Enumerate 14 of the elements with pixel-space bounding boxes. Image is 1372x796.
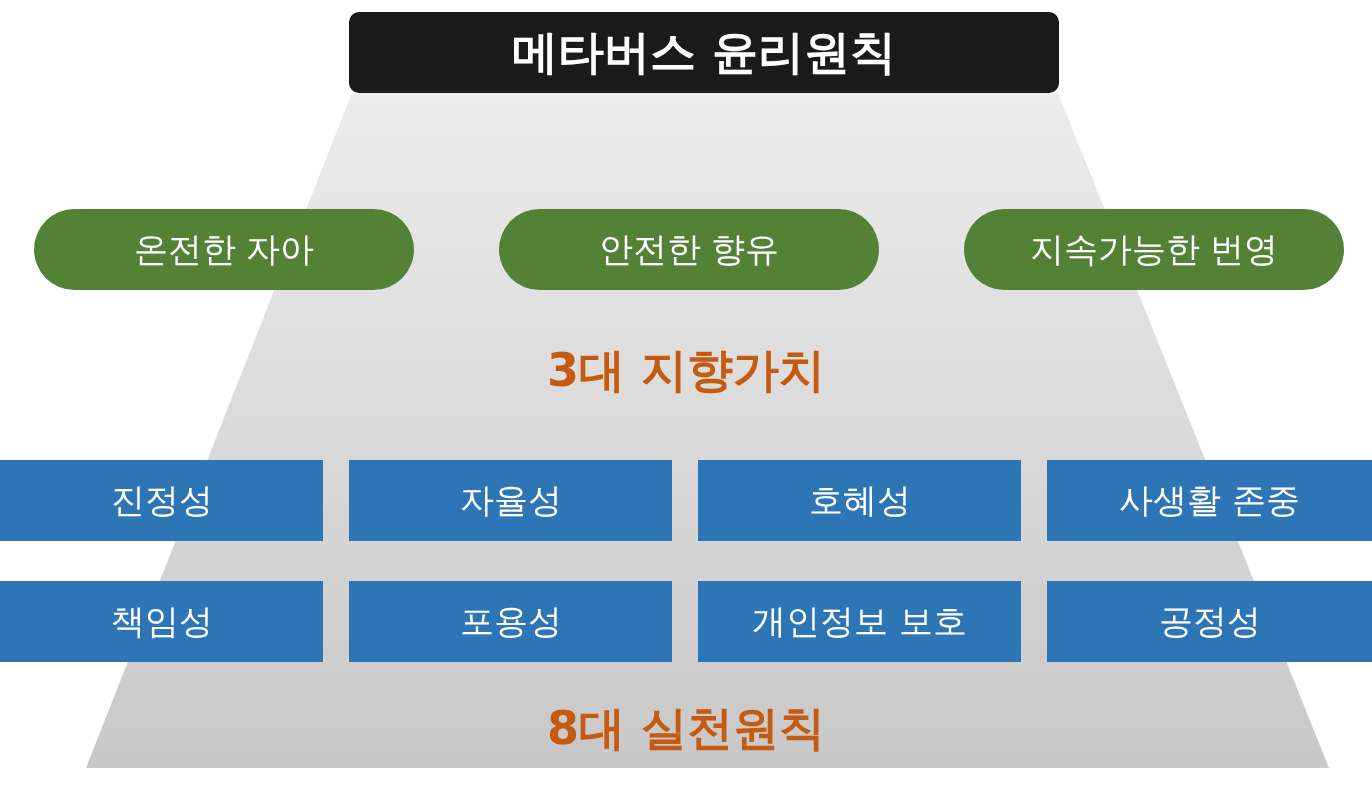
section-heading: 3대 지향가치 xyxy=(546,342,826,399)
section-heading: 8대 실천원칙 xyxy=(546,700,826,757)
value-pill: 지속가능한 번영 xyxy=(964,209,1344,290)
principle-box: 개인정보 보호 xyxy=(698,581,1021,662)
principle-box: 호혜성 xyxy=(698,460,1021,541)
principle-box: 포용성 xyxy=(349,581,672,662)
value-pill: 안전한 향유 xyxy=(499,209,879,290)
principle-box: 사생활 존중 xyxy=(1047,460,1372,541)
principle-box: 진정성 xyxy=(0,460,323,541)
principle-box: 공정성 xyxy=(1047,581,1372,662)
title-banner: 메타버스 윤리원칙 xyxy=(349,12,1059,93)
principle-box: 자율성 xyxy=(349,460,672,541)
value-pill: 온전한 자아 xyxy=(34,209,414,290)
principle-box: 책임성 xyxy=(0,581,323,662)
